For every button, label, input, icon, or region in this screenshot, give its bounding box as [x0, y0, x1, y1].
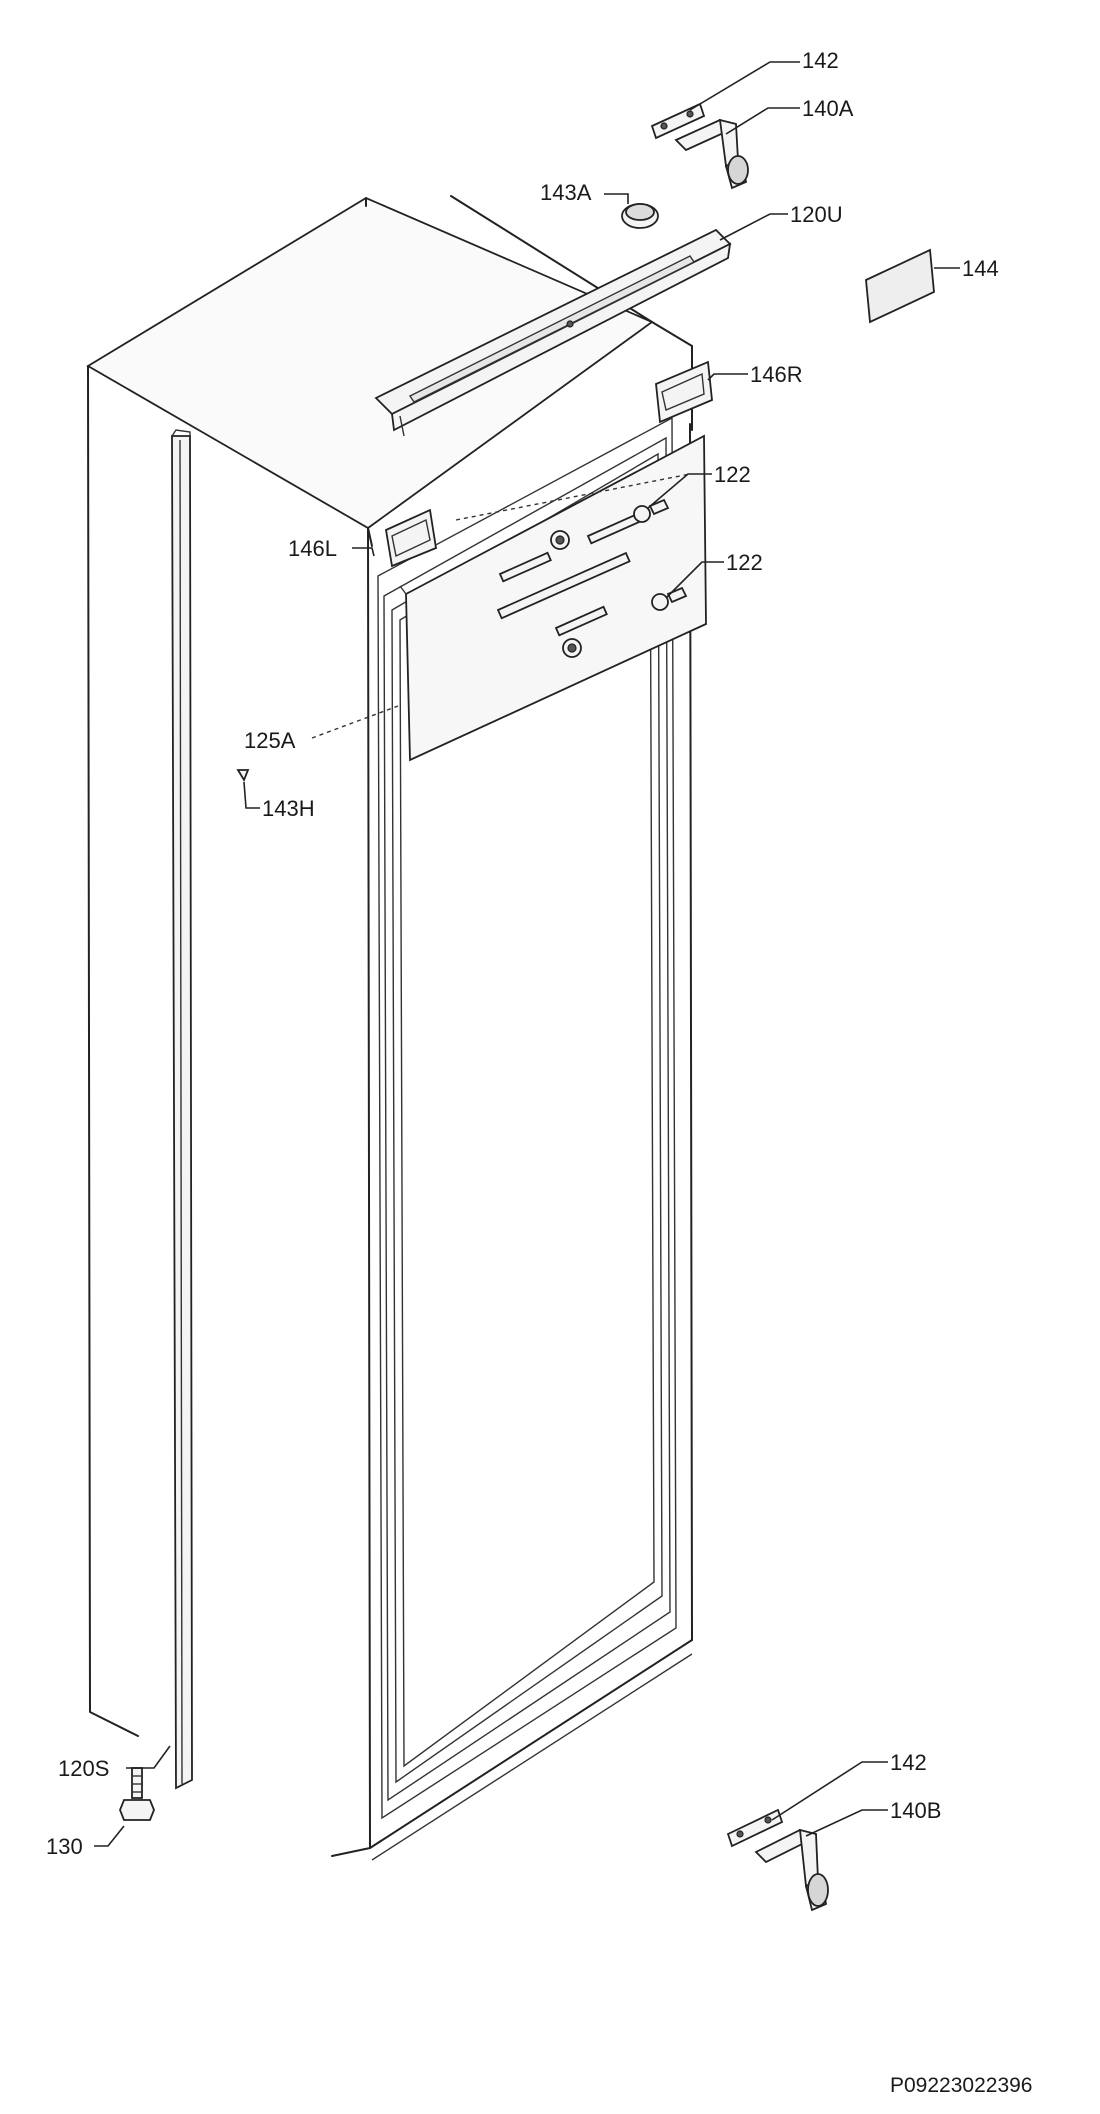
adjustable-foot — [119, 1767, 155, 1821]
label-142-bottom: 142 — [890, 1750, 927, 1775]
screw-lower — [651, 586, 688, 611]
label-142-top: 142 — [802, 48, 839, 73]
label-plate — [865, 248, 935, 324]
side-seal-strip — [171, 429, 193, 1790]
label-122-upper: 122 — [714, 462, 751, 487]
hinge-bottom — [754, 1828, 829, 1912]
label-143h: 143H — [262, 796, 315, 821]
cabinet-body — [86, 195, 693, 1857]
top-mounting-rail — [374, 228, 732, 437]
small-screw — [236, 769, 250, 783]
label-140b: 140B — [890, 1798, 941, 1823]
label-144: 144 — [962, 256, 999, 281]
label-146r: 146R — [750, 362, 803, 387]
label-146l: 146L — [288, 536, 337, 561]
leader-lines — [94, 61, 960, 1847]
corner-cover-left — [384, 508, 438, 568]
corner-cover-right — [655, 360, 713, 424]
label-120u: 120U — [790, 202, 843, 227]
hinge-pin-bottom — [726, 1808, 784, 1848]
screw-upper — [633, 498, 670, 523]
hinge-top — [674, 118, 749, 190]
hinge-pin-top — [650, 102, 706, 140]
label-122-lower: 122 — [726, 550, 763, 575]
label-140a: 140A — [802, 96, 854, 121]
label-120s: 120S — [58, 1756, 109, 1781]
reference-number: P09223022396 — [890, 2074, 1032, 2097]
label-125a: 125A — [244, 728, 296, 753]
cap — [621, 203, 659, 229]
label-143a: 143A — [540, 180, 592, 205]
mounting-plate — [399, 434, 707, 762]
label-130: 130 — [46, 1834, 83, 1859]
door-frame — [371, 416, 693, 1861]
